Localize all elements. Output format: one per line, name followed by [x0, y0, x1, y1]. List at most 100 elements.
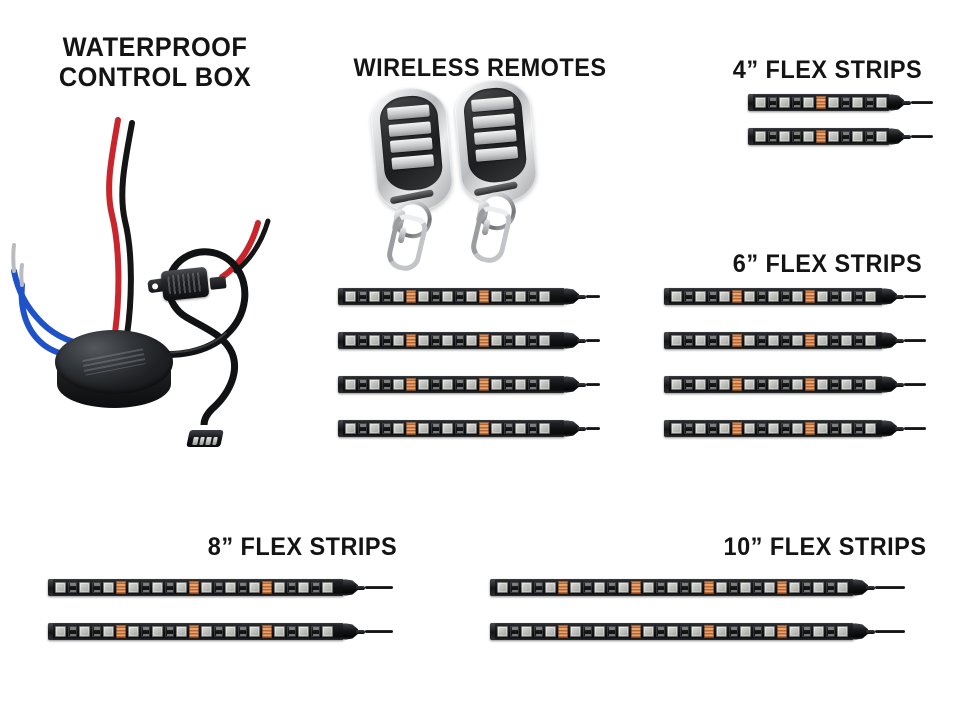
led-modules [54, 579, 342, 596]
led-chip [594, 582, 605, 593]
resistor-block [510, 626, 519, 637]
led-chip [466, 423, 477, 434]
remote-button-1[interactable] [470, 96, 514, 113]
led-chip [671, 291, 682, 302]
led-chip [768, 335, 779, 346]
remote-button-3[interactable] [389, 137, 433, 154]
led-chip [55, 626, 66, 637]
copper-cut-pad [805, 290, 815, 303]
led-chip [803, 131, 814, 142]
led-chip [618, 582, 629, 593]
resistor-block [656, 626, 665, 637]
led-chip [225, 582, 236, 593]
plug-body [343, 623, 358, 640]
resistor-block [504, 379, 513, 390]
flex-strip-6in-right-3 [664, 375, 926, 394]
led-chip [418, 379, 429, 390]
strip-pcb [664, 376, 883, 393]
resistor-block [455, 335, 464, 346]
resistor-block [431, 335, 440, 346]
led-chip [442, 423, 453, 434]
led-chip [865, 379, 876, 390]
copper-cut-pad [406, 290, 416, 303]
led-chip [719, 423, 730, 434]
led-chip [813, 626, 824, 637]
resistor-block [708, 423, 717, 434]
resistor-block [729, 626, 738, 637]
resistor-block [455, 291, 464, 302]
resistor-block [830, 291, 839, 302]
strip-pcb [490, 579, 854, 596]
resistor-block [854, 379, 863, 390]
remote-button-2[interactable] [472, 113, 516, 129]
strip-pcb [490, 623, 854, 640]
led-chip [442, 335, 453, 346]
led-chip [876, 97, 887, 108]
remote-button-3[interactable] [473, 129, 517, 146]
led-chip [695, 379, 706, 390]
remote-button-2[interactable] [388, 121, 432, 137]
led-chip [201, 582, 212, 593]
led-chip [298, 626, 309, 637]
resistor-block [287, 626, 296, 637]
resistor-block [358, 291, 367, 302]
resistor-block [802, 582, 811, 593]
heading-10-inch-flex-strips: 10” FLEX STRIPS [723, 533, 927, 561]
resistor-block [854, 335, 863, 346]
led-chip [491, 335, 502, 346]
fuse-ribs [167, 272, 203, 295]
resistor-block [708, 291, 717, 302]
led-chip [103, 626, 114, 637]
clasp-hook [467, 203, 514, 266]
led-chip [345, 291, 356, 302]
led-chip [744, 291, 755, 302]
led-chip [570, 626, 581, 637]
wireless-remote-2[interactable] [445, 76, 552, 266]
resistor-block [854, 291, 863, 302]
plug-neck [577, 426, 586, 431]
plug-body [889, 94, 904, 111]
led-chip [369, 379, 380, 390]
led-chip [418, 335, 429, 346]
led-modules [754, 128, 888, 145]
strip-connector-plug [564, 331, 586, 350]
led-chip [274, 626, 285, 637]
led-chip [719, 291, 730, 302]
plug-neck [866, 629, 875, 634]
inline-fuse-holder [147, 265, 228, 307]
led-modules [344, 420, 563, 437]
led-chip [345, 423, 356, 434]
plug-body [853, 623, 868, 640]
red-wire-fuse-tail [219, 220, 261, 280]
led-modules [344, 332, 563, 349]
remote-buttons[interactable] [386, 104, 435, 170]
led-chip [667, 582, 678, 593]
heading-waterproof-control-box: WATERPROOF CONTROL BOX [38, 32, 273, 92]
resistor-block [214, 582, 223, 593]
led-chip [695, 423, 706, 434]
resistor-block [680, 582, 689, 593]
copper-cut-pad [479, 290, 489, 303]
led-modules [670, 332, 881, 349]
heading-8-inch-flex-strips: 8” FLEX STRIPS [207, 533, 398, 561]
remote-button-1[interactable] [386, 104, 430, 121]
led-chip [521, 626, 532, 637]
led-chip [813, 582, 824, 593]
resistor-block [431, 423, 440, 434]
resistor-block [382, 423, 391, 434]
led-chip [852, 131, 863, 142]
resistor-block [826, 582, 835, 593]
remote-buttons[interactable] [470, 96, 519, 162]
strip-connector-plug [853, 622, 875, 641]
copper-cut-pad [816, 130, 826, 143]
led-chip [497, 626, 508, 637]
copper-cut-pad [777, 625, 787, 638]
led-chip [152, 582, 163, 593]
led-chip [817, 379, 828, 390]
copper-cut-pad [262, 581, 272, 594]
led-chip [515, 291, 526, 302]
led-chip [418, 291, 429, 302]
strip-connector-plug [853, 578, 875, 597]
resistor-block [753, 582, 762, 593]
led-chip [719, 335, 730, 346]
